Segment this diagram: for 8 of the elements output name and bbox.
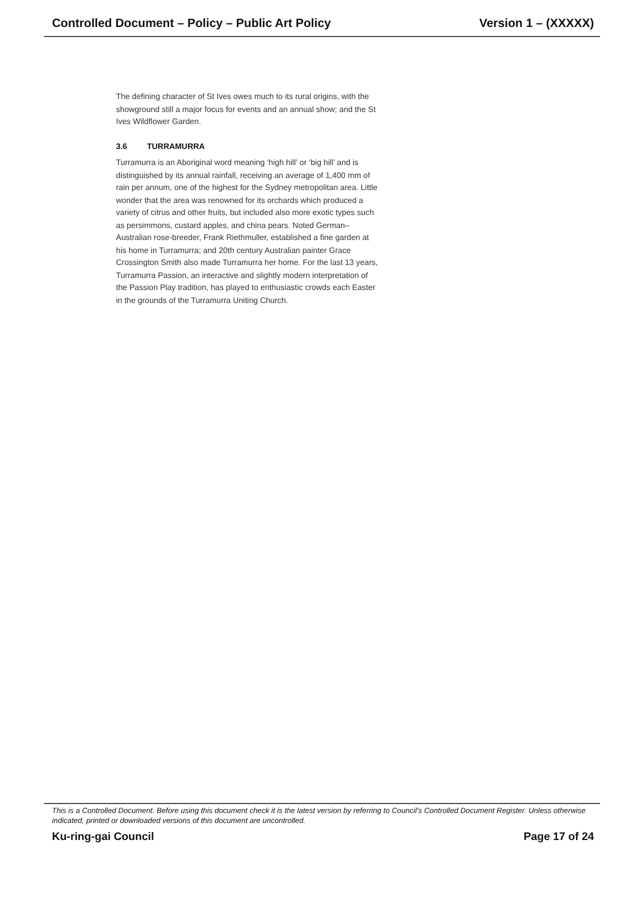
section-number: 3.6	[116, 141, 128, 153]
header-title: Controlled Document – Policy – Public Art Policy	[52, 16, 331, 30]
footer-organisation: Ku-ring-gai Council	[52, 831, 154, 843]
body-paragraph: The defining character of St Ives owes much to its rural origins, with the showground still a major focus for events and an annual show; and the St Ives Wildflower Garden.	[116, 91, 377, 128]
page-number: Page 17 of 24	[524, 831, 594, 843]
body-paragraph: Turramurra is an Aboriginal word meaning ‘high hill’ or ‘big hill’ and is distinguished by its annual rainfall, receiving an average of 1,400 mm of rain per annum, one of the highest for the Sydney metropolitan area. Little wonder that the area was renowned for its orchards which produced a variety of citrus and other fruits, but included also more exotic types such as persimmons, custard apples, and china pears. Noted German–Australian rose-breeder, Frank Riethmuller, established a fine garden at his home in Turramurra; and 20th century Australian painter Grace Crossington Smith also made Turramurra her home. For the last 13 years, Turramurra Passion, an interactive and slightly modern interpretation of the Passion Play tradition, has played to enthusiastic crowds each Easter in the grounds of the Turramurra Uniting Church.	[116, 157, 378, 307]
header-version: Version 1 – (XXXXX)	[479, 16, 594, 30]
section-heading: TURRAMURRA	[147, 141, 205, 153]
